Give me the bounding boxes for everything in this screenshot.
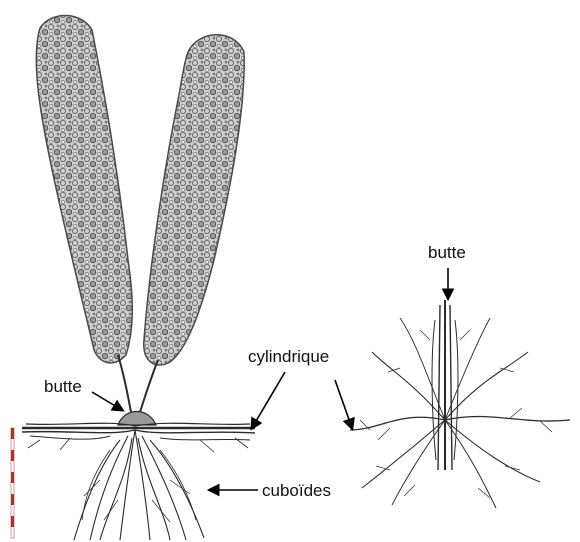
arrow-cylindrique-right <box>335 380 352 428</box>
arrow-butte-left <box>92 392 122 410</box>
left-foliage-column-1 <box>36 15 132 362</box>
annotation-arrows <box>92 268 448 490</box>
left-butte-mound <box>118 411 156 425</box>
left-foliage-column-2 <box>144 35 244 365</box>
left-plant <box>22 15 255 540</box>
label-butte-left: butte <box>44 377 82 396</box>
label-butte-right: butte <box>428 243 466 262</box>
scale-bar <box>11 428 14 538</box>
right-radial-root-system <box>350 300 570 508</box>
left-stem-2 <box>138 360 158 418</box>
label-cuboides: cuboïdes <box>262 481 331 500</box>
left-cuboid-roots <box>74 430 204 540</box>
label-cylindrique: cylindrique <box>248 347 329 366</box>
arrow-cylindrique-left <box>252 372 285 428</box>
left-cylindrical-roots <box>22 423 255 452</box>
